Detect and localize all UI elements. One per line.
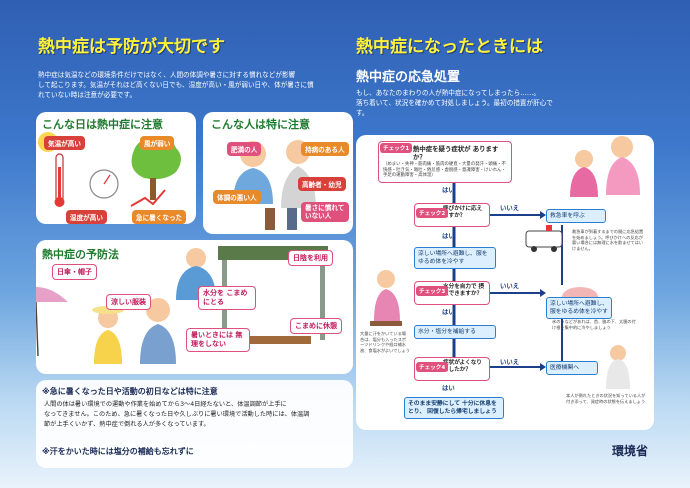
check1-symptoms: （めまい・失神・筋肉痛・筋肉の硬直・大量の発汗・頭痛・不快感・吐き気・嘔吐・倦怠…	[383, 162, 506, 179]
helper-person-icon	[611, 136, 633, 158]
check2-label: チェック2	[416, 208, 449, 218]
notes-panel: ※急に暑くなった日や活動の初日などは特に注意 人間の体は暑い環境での運動や作業を…	[36, 380, 353, 468]
check1-yes: はい	[442, 186, 455, 194]
check4-no: いいえ	[500, 358, 520, 366]
tag-not-acclimated: 暑さに慣れて いない人	[301, 202, 349, 222]
note1-line: 人間の体は暑い環境での運動や作業を始めてから3〜4日経たないと、体温調節が上手に	[44, 401, 287, 408]
patient-person-icon	[575, 150, 593, 168]
prevention-panel: 熱中症の予防法 日傘・帽子 涼しい服装 水分を こまめにとる 暑いときには 無理…	[36, 240, 353, 374]
left-intro-line: れていない時は注意が必要です。	[38, 91, 137, 99]
check4-yes: はい	[442, 384, 455, 392]
right-intro-line: す。	[356, 109, 369, 117]
people-heading: こんな人は特に注意	[211, 118, 310, 131]
check3-label: チェック3	[416, 286, 449, 296]
check2-yes: はい	[442, 232, 455, 240]
ministry-logo: 環境省	[612, 444, 649, 458]
bench-icon	[241, 336, 311, 344]
check3-question: 水分を自力で 摂取できますか？	[443, 284, 485, 297]
nurse-icon	[610, 345, 626, 361]
note1-line: なってきません。このため、急に暑くなった日や久しぶりに暑い環境で活動した時には、…	[44, 411, 310, 418]
ambulance-box: 救急車を呼ぶ	[546, 209, 606, 223]
check3-no: いいえ	[500, 282, 520, 290]
right-intro-line: もし、あなたのまわりの人が熱中症になってしまったら……。	[356, 89, 541, 97]
sweat-note: 大量に汗をかいている場合は、塩分も入ったスポーツドリンクや経口補水液、食塩水がよ…	[360, 331, 410, 353]
tag-wind-weak: 風が弱い	[140, 136, 175, 150]
note2-title: ※汗をかいた時には塩分の補給も忘れずに	[42, 447, 194, 456]
ambulance-icon	[525, 230, 563, 248]
sitting-girl-icon	[377, 270, 395, 288]
tag-use-shade: 日陰を利用	[288, 250, 333, 266]
check4-label: チェック4	[416, 362, 449, 372]
tag-elderly-child: 高齢者・幼児	[298, 177, 346, 191]
rest-box: そのまま安静にして 十分に休息をとり、 回復したら帰宅しましょう	[404, 397, 504, 419]
days-heading: こんな日は熱中症に注意	[42, 118, 163, 131]
left-title: 熱中症は予防が大切です	[38, 37, 225, 57]
rising-arrow-icon	[130, 189, 166, 207]
right-intro: もし、あなたのまわりの人が熱中症になってしまったら……。 落ち着いて、状況を確か…	[356, 88, 576, 118]
check2-question: 呼びかけに応え ますか？	[443, 206, 483, 219]
tag-chronic: 持病のある人	[301, 142, 349, 156]
tag-humidity-high: 湿度が高い	[66, 210, 107, 224]
right-subtitle: 熱中症の応急処置	[356, 70, 461, 85]
check3-yes: はい	[442, 308, 455, 316]
note1-line: 節が上手くいかず、熱中症で倒れる人が多くなっています。	[44, 421, 210, 428]
note1-title: ※急に暑くなった日や活動の初日などは特に注意	[42, 387, 218, 396]
days-panel: こんな日は熱中症に注意 気温が高い 風が弱い 湿度が高い 急に暑くなった	[36, 112, 196, 224]
tag-unwell: 体調の悪い人	[213, 190, 261, 204]
people-panel: こんな人は特に注意 肥満の人 持病のある人 高齢者・幼児 体調の悪い人 暑さに慣…	[203, 112, 353, 234]
prevention-heading: 熱中症の予防法	[42, 248, 119, 261]
cool-down-box: 涼しい場所へ避難し、服をゆるめ体を冷やす	[414, 247, 496, 269]
left-intro-line: 熱中症は気温などの環境条件だけではなく、人間の体調や暑さに対する慣れなどが影響	[38, 71, 296, 79]
right-title: 熱中症になったときには	[356, 37, 543, 57]
tag-hydrate: 水分を こまめにとる	[198, 286, 256, 310]
first-aid-panel: 熱中症を疑う症状が ありますか？ （めまい・失神・筋肉痛・筋肉の硬直・大量の発汗…	[356, 135, 654, 430]
elder-head-icon	[146, 298, 170, 322]
heat-illustration	[38, 132, 181, 207]
tag-obese: 肥満の人	[227, 142, 262, 156]
tag-sudden-heat: 急に暑くなった	[132, 210, 187, 224]
tag-rest-often: こまめに休憩	[290, 318, 342, 334]
check1-question: 熱中症を疑う症状が ありますか？	[413, 145, 499, 161]
left-intro: 熱中症は気温などの環境条件だけではなく、人間の体調や暑さに対する慣れなどが影響 …	[38, 70, 328, 100]
note1-body: 人間の体は暑い環境での運動や作業を始めてから3〜4日経たないと、体温調節が上手に…	[44, 400, 347, 430]
check4-question: 症状がよくなり ましたか？	[443, 360, 482, 373]
hospital-note: 本人が倒れたときの状況を知っている人が付き添って、発症時の状態を伝えましょう	[566, 393, 646, 404]
drinking-person-icon	[186, 248, 206, 268]
tag-cool-clothes: 涼しい服装	[106, 294, 151, 310]
check1-label: チェック1	[380, 143, 413, 153]
hospital-box: 医療機関へ	[546, 361, 598, 375]
cool-down-box-2: 涼しい場所へ避難し、服をゆるめ体を冷やす	[546, 297, 612, 319]
left-intro-line: して起こります。気温がそれほど高くない日でも、湿度が高い・風が弱い日や、体が暑さ…	[38, 81, 314, 89]
tag-parasol-hat: 日傘・帽子	[52, 264, 97, 280]
cooling-note: 氷のうなどがあれば、首、脇の下、太腿の付け根を集中的に冷やしましょう	[552, 319, 636, 330]
check2-no: いいえ	[500, 204, 520, 212]
tag-dont-overdo: 暑いときには 無理をしない	[186, 328, 250, 352]
ambulance-note: 救急車が到着するまでの間に応急処置を始めましょう。呼びかけへの反応が悪い場合には…	[572, 229, 644, 251]
parasol-icon	[36, 287, 68, 302]
check1-box: 熱中症を疑う症状が ありますか？ （めまい・失神・筋肉痛・筋肉の硬直・大量の発汗…	[378, 141, 512, 183]
right-intro-line: 落ち着いて、状況を確かめて対処しましょう。最初の措置が肝心で	[356, 99, 553, 107]
hydrate-box: 水分・塩分を補給する	[414, 325, 496, 339]
tag-temp-high: 気温が高い	[44, 136, 85, 150]
